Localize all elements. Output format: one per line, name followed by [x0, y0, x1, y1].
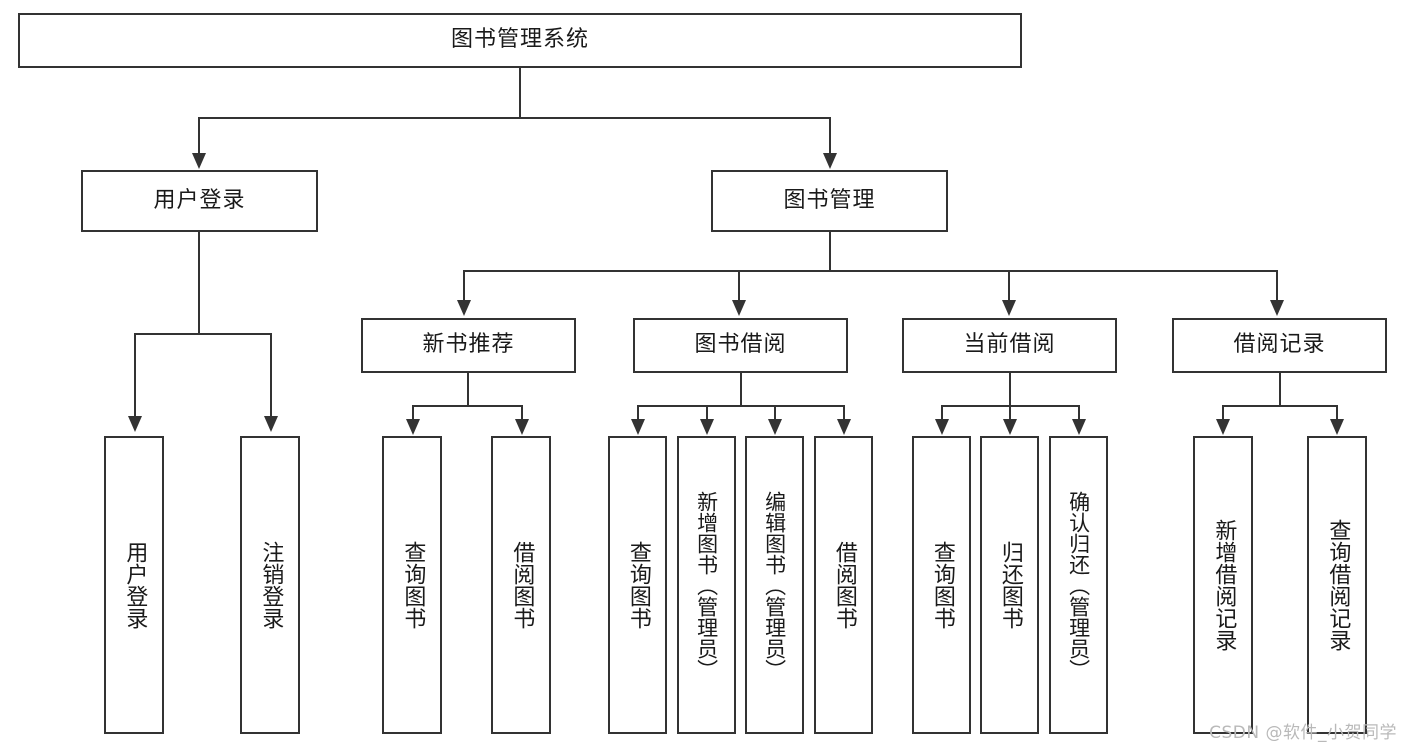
node-root-book-management-system[interactable]: 图书管理系统 [18, 13, 1022, 68]
arrowhead-level2-0 [457, 300, 471, 316]
node-new-book-recommend[interactable]: 新书推荐 [361, 318, 576, 373]
arrowhead-level2-1 [732, 300, 746, 316]
leaf-record-query-borrow-record[interactable]: 查询借阅记录 [1307, 436, 1367, 734]
leaf-borrow-add-book-admin[interactable]: 新增图书（管理员） [677, 436, 736, 734]
connector-user-login-stem [198, 232, 200, 334]
arrowhead-current-0 [935, 419, 949, 435]
connector-level1-bus [198, 117, 831, 119]
connector-borrow-drop-3 [843, 405, 845, 421]
leaf-borrow-edit-book-admin[interactable]: 编辑图书（管理员） [745, 436, 804, 734]
connector-borrow-bus [637, 405, 844, 407]
node-user-login[interactable]: 用户登录 [81, 170, 318, 232]
leaf-logout[interactable]: 注销登录 [240, 436, 300, 734]
leaf-borrow-borrow-book[interactable]: 借阅图书 [814, 436, 873, 734]
connector-recommend-stem [467, 373, 469, 406]
leaf-borrow-query-book[interactable]: 查询图书 [608, 436, 667, 734]
arrowhead-borrow-3 [837, 419, 851, 435]
connector-current-drop-0 [941, 405, 943, 421]
leaf-current-confirm-return-admin[interactable]: 确认归还（管理员） [1049, 436, 1108, 734]
connector-level1-drop-1 [829, 117, 831, 155]
connector-borrow-drop-1 [706, 405, 708, 421]
connector-root-stem [519, 68, 521, 118]
arrowhead-user-login-1 [264, 416, 278, 432]
connector-level2-drop-2 [1008, 270, 1010, 302]
arrowhead-level1-0 [192, 153, 206, 169]
connector-borrow-drop-2 [774, 405, 776, 421]
node-borrow-record[interactable]: 借阅记录 [1172, 318, 1387, 373]
connector-recommend-drop-0 [412, 405, 414, 421]
connector-current-drop-1 [1009, 405, 1011, 421]
arrowhead-recommend-0 [406, 419, 420, 435]
connector-current-drop-2 [1078, 405, 1080, 421]
connector-level2-drop-0 [463, 270, 465, 302]
leaf-recommend-query-book[interactable]: 查询图书 [382, 436, 442, 734]
connector-level2-drop-1 [738, 270, 740, 302]
connector-level1-drop-0 [198, 117, 200, 155]
arrowhead-borrow-1 [700, 419, 714, 435]
connector-recommend-bus [412, 405, 522, 407]
connector-level2-bus [463, 270, 1276, 272]
arrowhead-record-0 [1216, 419, 1230, 435]
connector-recommend-drop-1 [521, 405, 523, 421]
node-book-management[interactable]: 图书管理 [711, 170, 948, 232]
connector-current-stem [1009, 373, 1011, 406]
arrowhead-level2-3 [1270, 300, 1284, 316]
node-book-borrow[interactable]: 图书借阅 [633, 318, 848, 373]
arrowhead-user-login-0 [128, 416, 142, 432]
connector-record-drop-0 [1222, 405, 1224, 421]
connector-borrow-drop-0 [637, 405, 639, 421]
connector-user-login-bus [134, 333, 272, 335]
connector-borrow-stem [740, 373, 742, 406]
leaf-current-query-book[interactable]: 查询图书 [912, 436, 971, 734]
connector-book-management-stem [829, 232, 831, 271]
arrowhead-borrow-2 [768, 419, 782, 435]
connector-user-login-drop-0 [134, 333, 136, 418]
leaf-current-return-book[interactable]: 归还图书 [980, 436, 1039, 734]
arrowhead-current-1 [1003, 419, 1017, 435]
node-current-borrow[interactable]: 当前借阅 [902, 318, 1117, 373]
connector-level2-drop-3 [1276, 270, 1278, 302]
arrowhead-record-1 [1330, 419, 1344, 435]
leaf-user-login[interactable]: 用户登录 [104, 436, 164, 734]
arrowhead-level2-2 [1002, 300, 1016, 316]
arrowhead-level1-1 [823, 153, 837, 169]
arrowhead-recommend-1 [515, 419, 529, 435]
connector-record-bus [1222, 405, 1337, 407]
leaf-record-add-borrow-record[interactable]: 新增借阅记录 [1193, 436, 1253, 734]
arrowhead-current-2 [1072, 419, 1086, 435]
watermark-text: CSDN @软件_小贺同学 [1209, 723, 1397, 743]
connector-record-stem [1279, 373, 1281, 406]
connector-record-drop-1 [1336, 405, 1338, 421]
arrowhead-borrow-0 [631, 419, 645, 435]
leaf-recommend-borrow-book[interactable]: 借阅图书 [491, 436, 551, 734]
connector-user-login-drop-1 [270, 333, 272, 418]
